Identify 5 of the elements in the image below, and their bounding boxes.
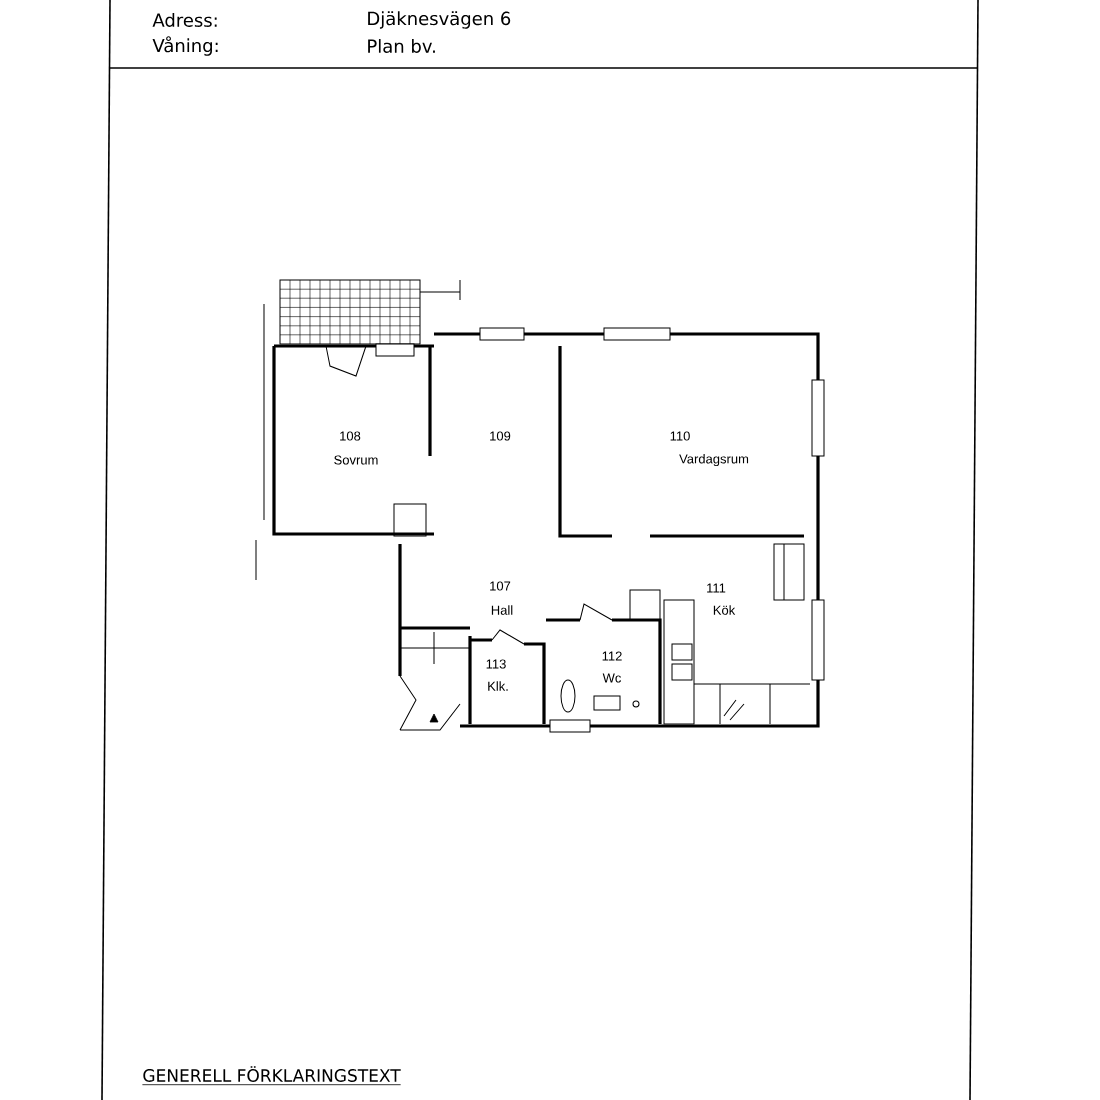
field-label: Adress: — [152, 13, 217, 27]
section-heading: GENERELL FÖRKLARINGSTEXT — [142, 1066, 402, 1086]
field-label: Våning: — [152, 36, 218, 56]
field-value: Djäknesvägen 6 — [368, 11, 511, 29]
field-value: Plan bv. — [368, 39, 435, 53]
